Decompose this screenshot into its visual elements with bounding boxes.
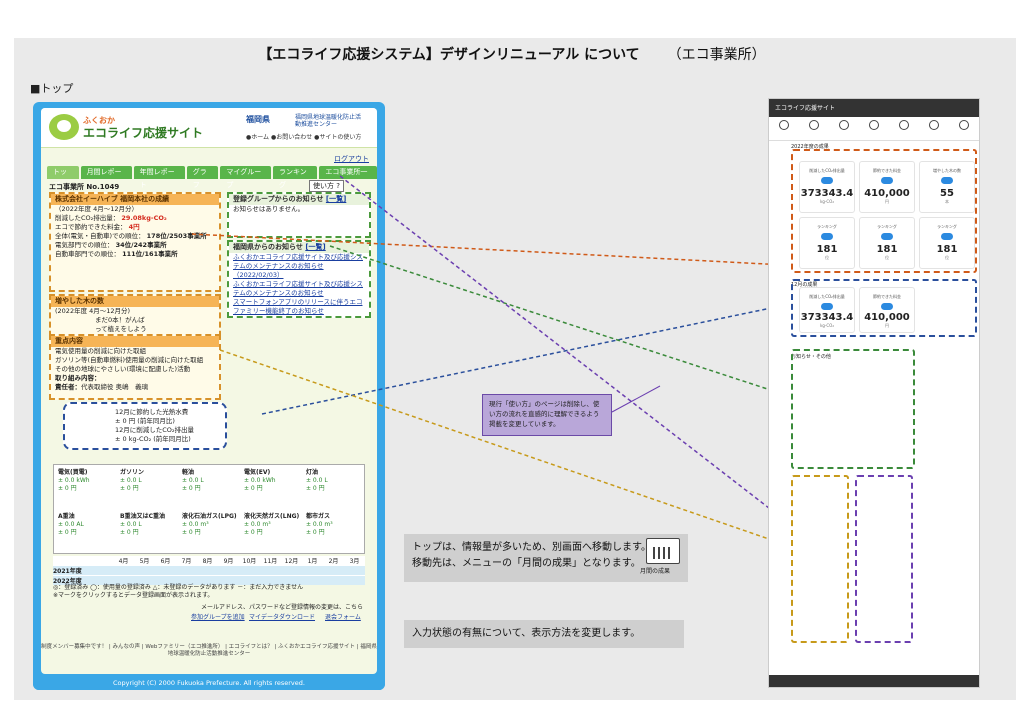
input-frame	[791, 475, 849, 643]
month-header: 4月	[118, 558, 129, 565]
tab-ranking[interactable]: ランキング	[272, 166, 318, 189]
howto-frame	[855, 475, 913, 643]
month-summary-box: 12月に節約した光熱水費 ± 0 円 (前年同月比) 12月に削減したCO₂排出…	[63, 402, 227, 450]
home-icon[interactable]	[776, 120, 792, 138]
header-links[interactable]: ●ホーム ●お問い合わせ ●サイトの使い方	[246, 134, 362, 141]
note-top-move: トップは、情報量が多いため、別画面へ移動します。 移動先は、メニューの「月間の成…	[404, 534, 688, 582]
old-tabs: トップ 月間レポート 年間レポート グラフ マイグループ ランキング エコ事業所…	[47, 166, 377, 189]
fuel-cell: ガソリン± 0.0 L± 0 円	[120, 469, 145, 492]
new-header: エコライフ応援サイト	[769, 99, 979, 117]
howto-note: 現行「使い方」のページは削除し、使い方の流れを直感的に理解できるよう掲載を変更し…	[482, 394, 612, 436]
calendar-label: 月間の成果	[640, 568, 671, 575]
howto-button[interactable]: 使い方 ?	[309, 180, 344, 192]
month-header: 5月	[139, 558, 150, 565]
tab-mygroup[interactable]: マイグループ	[220, 166, 271, 189]
efforts-box: 重点内容 電気使用量の削減に向けた取組 ガソリン等(自動車燃料)使用量の削減に向…	[49, 334, 221, 400]
notice-frame	[791, 349, 915, 469]
fuel-cell: 電気(EV)± 0.0 kWh± 0 円	[244, 469, 276, 492]
copyright: Copyright (C) 2000 Fukuoka Prefecture. A…	[33, 676, 385, 690]
group-notice-box: 登録グループからのお知らせ [一覧] お知らせはありません。	[227, 192, 371, 238]
notice-link[interactable]: ふくおかエコライフ応援サイト及び応援システムのメンテナンスのお知らせ（2022/…	[233, 253, 363, 279]
month-header: 6月	[160, 558, 171, 565]
month-header: 12月	[284, 558, 299, 565]
tab-top[interactable]: トップ	[47, 166, 79, 189]
month-header: 3月	[349, 558, 360, 565]
heart-icon[interactable]	[926, 120, 942, 138]
chart-icon[interactable]	[866, 120, 882, 138]
old-header: ふくおかエコライフ応援サイト 福岡県 福岡県地球温暖化防止活動推進センター ●ホ…	[41, 108, 377, 148]
withdraw-link[interactable]: 退会フォーム	[325, 614, 361, 621]
fuel-cell: 液化天然ガス(LNG)± 0.0 m³± 0 円	[244, 513, 300, 536]
fuel-cell: 液化石油ガス(LPG)± 0.0 m³± 0 円	[182, 513, 237, 536]
office-number: エコ事業所 No.1049	[49, 183, 120, 191]
add-group-link[interactable]: 参加グループを追加	[191, 614, 245, 621]
fuel-cell: 都市ガス± 0.0 m³± 0 円	[306, 513, 333, 536]
pencil-icon[interactable]	[806, 120, 822, 138]
note-input-status: 入力状態の有無について、表示方法を変更します。	[404, 620, 684, 648]
new-footer	[769, 675, 979, 687]
month-header: 9月	[223, 558, 234, 565]
month-header: 8月	[202, 558, 213, 565]
fuel-cell: A重油± 0.0 AL± 0 円	[58, 513, 84, 536]
footer-links[interactable]: 制度メンバー募集中です！ | みんなの声 | Webファミリー（エコ推進所） |…	[41, 644, 377, 657]
logout-link[interactable]: ログアウト	[334, 155, 369, 163]
year-label: 2022年度	[53, 578, 82, 585]
tab-yearly[interactable]: 年間レポート	[133, 166, 185, 189]
account-note[interactable]: メールアドレス、パスワードなど登録情報の変更は、こちら	[201, 604, 364, 611]
notice-section-label: お知らせ・その他	[791, 354, 831, 360]
fuel-cell: B重油又はC重油± 0.0 L± 0 円	[120, 513, 165, 536]
legend: ◎：登録済み ◯：使用量の登録済み △：未登録のデータがあります －：まだ入力で…	[53, 584, 304, 591]
input-status-table: 4月 5月 6月 7月 8月 9月 10月 11月 12月 1月 2月 3月 2021年度 2022年度	[53, 556, 365, 585]
calendar-icon	[646, 538, 680, 564]
notice-link[interactable]: スマートフォンアプリのリリースに伴うエコファミリー機能終了のお知らせ	[233, 298, 363, 315]
fuel-cell: 灯油± 0.0 L± 0 円	[306, 469, 328, 492]
fuel-cell: 電気(買電)± 0.0 kWh± 0 円	[58, 469, 90, 492]
tab-office-list[interactable]: エコ事業所一覧	[319, 166, 377, 189]
notice-link[interactable]: ふくおかエコライフ応援サイト及び応援システムのメンテナンスのお知らせ	[233, 280, 363, 297]
leaf-logo-icon	[49, 114, 79, 140]
old-site-screenshot: ふくおかエコライフ応援サイト 福岡県 福岡県地球温暖化防止活動推進センター ●ホ…	[33, 102, 385, 690]
month-header: 2月	[328, 558, 339, 565]
pref-center: 福岡県地球温暖化防止活動推進センター	[295, 114, 362, 128]
legend-note: ※マークをクリックするとデータ登録画面が表示されます。	[53, 592, 214, 599]
logo[interactable]: ふくおかエコライフ応援サイト	[49, 114, 203, 140]
tab-graph[interactable]: グラフ	[186, 166, 219, 189]
ranking-icon[interactable]	[896, 120, 912, 138]
fuel-cell: 軽油± 0.0 L± 0 円	[182, 469, 204, 492]
month-header: 1月	[307, 558, 318, 565]
new-nav	[769, 117, 979, 141]
pref-notice-box: 福岡県からのお知らせ [一覧] ふくおかエコライフ応援サイト及び応援システムのメ…	[227, 240, 371, 318]
month-header: 7月	[181, 558, 192, 565]
section-label: ■トップ	[30, 82, 74, 95]
month-header: 11月	[263, 558, 278, 565]
download-link[interactable]: マイデータダウンロード	[249, 614, 316, 621]
year-label: 2021年度	[53, 568, 82, 575]
fuel-table: 電気(買電)± 0.0 kWh± 0 円 ガソリン± 0.0 L± 0 円 軽油± …	[53, 464, 365, 554]
search-icon[interactable]	[956, 120, 972, 138]
results-box: 株式会社イーハイブ 福岡本社の成績 （2022年度 4月〜12月分） 削減したC…	[49, 192, 221, 292]
document-title: 【エコライフ応援システム】デザインリニューアル について（エコ事業所）	[258, 47, 766, 63]
tab-monthly[interactable]: 月間レポート	[80, 166, 132, 189]
pref-name: 福岡県	[246, 115, 270, 124]
calendar-icon[interactable]	[836, 120, 852, 138]
month-header: 10月	[242, 558, 257, 565]
year-section-label: 2022年度の成果	[791, 144, 829, 150]
month-section-label: 12月の成果	[791, 282, 818, 288]
